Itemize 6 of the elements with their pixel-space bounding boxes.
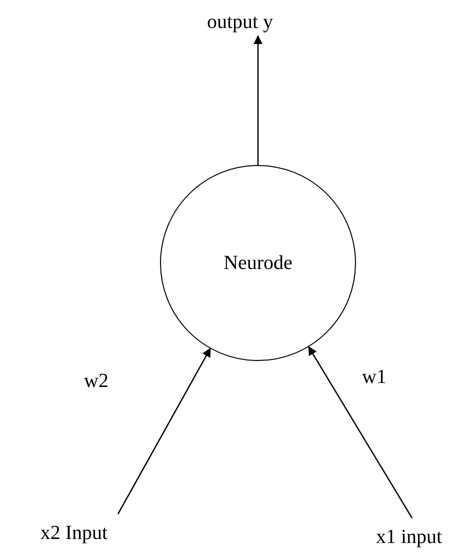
node-label: output y xyxy=(185,8,295,36)
node-label: x1 input xyxy=(352,522,466,552)
arrow xyxy=(254,35,262,165)
arrow xyxy=(308,346,413,518)
arrow xyxy=(117,348,211,514)
node-label: x2 Input xyxy=(14,518,134,548)
